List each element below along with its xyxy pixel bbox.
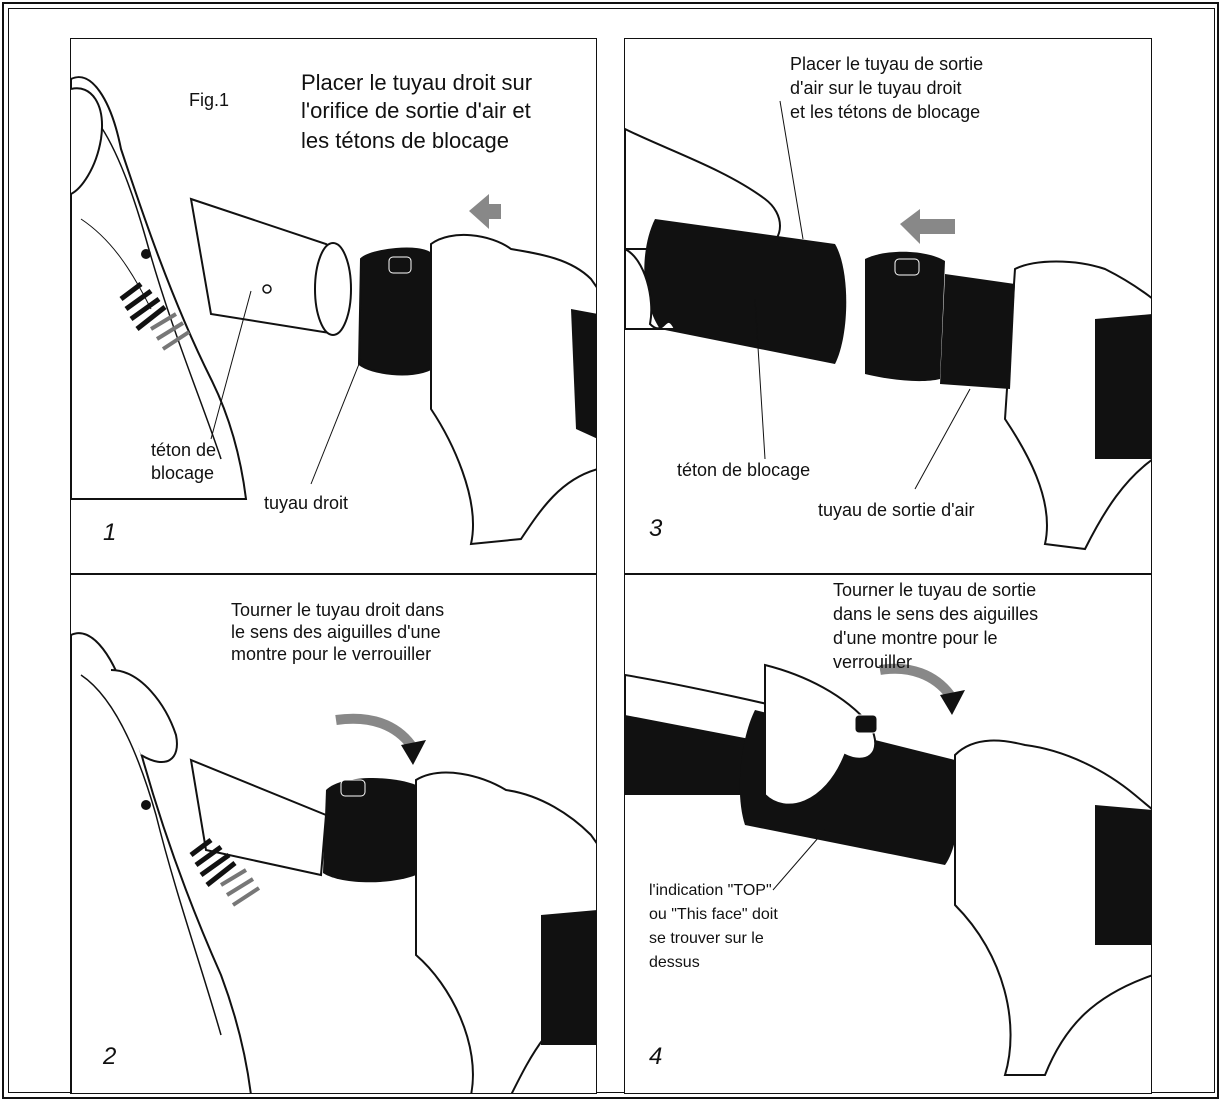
callout-straight-pipe: tuyau droit	[264, 492, 348, 514]
panel-4-instruction-line-4: verrouiller	[833, 651, 912, 673]
panel-4-number: 4	[649, 1043, 662, 1071]
panel-1-number: 1	[103, 519, 116, 547]
panel-4-instruction-line-2: dans le sens des aiguilles	[833, 603, 1038, 625]
panel-2-instruction-line-3: montre pour le verrouiller	[231, 643, 431, 665]
panel-3-instruction-line-1: Placer le tuyau de sortie	[790, 53, 983, 75]
panel-4-instruction-line-1: Tourner le tuyau de sortie	[833, 579, 1036, 601]
panel-2-number: 2	[103, 1043, 116, 1071]
panel-3-instruction-line-2: d'air sur le tuyau droit	[790, 77, 962, 99]
callout-lock-pin: téton de blocage	[677, 459, 810, 481]
panel-4-instruction-line-3: d'une montre pour le	[833, 627, 998, 649]
callout-top-indication-line-4: dessus	[649, 952, 700, 974]
figure-label: Fig.1	[189, 89, 229, 111]
panel-2-instruction-line-1: Tourner le tuyau droit dans	[231, 599, 444, 621]
panel-1: Fig.1 Placer le tuyau droit sur l'orific…	[70, 38, 597, 574]
panel-1-instruction-line-2: l'orifice de sortie d'air et	[301, 97, 531, 124]
callout-outlet-pipe: tuyau de sortie d'air	[818, 499, 975, 521]
panel-1-instruction-line-3: les tétons de blocage	[301, 127, 509, 154]
callout-top-indication-line-3: se trouver sur le	[649, 928, 764, 950]
panel-3-instruction-line-3: et les tétons de blocage	[790, 101, 980, 123]
panel-2: Tourner le tuyau droit dans le sens des …	[70, 574, 597, 1094]
panel-3: Placer le tuyau de sortie d'air sur le t…	[624, 38, 1152, 574]
callout-lock-pin-line-2: blocage	[151, 462, 214, 484]
panel-2-instruction-line-2: le sens des aiguilles d'une	[231, 621, 441, 643]
panel-3-number: 3	[649, 515, 662, 543]
panel-1-instruction-line-1: Placer le tuyau droit sur	[301, 69, 532, 96]
callout-lock-pin-line-1: téton de	[151, 439, 216, 461]
callout-top-indication-line-2: ou "This face" doit	[649, 904, 778, 926]
callout-top-indication-line-1: l'indication "TOP"	[649, 880, 772, 902]
panel-4: Tourner le tuyau de sortie dans le sens …	[624, 574, 1152, 1094]
